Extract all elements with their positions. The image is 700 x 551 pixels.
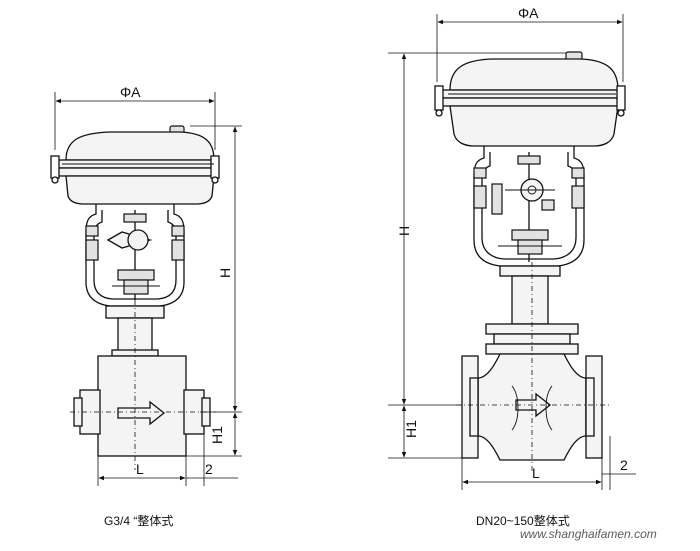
right-dim-diameter: ΦA — [436, 5, 624, 82]
right-actuator-housing — [434, 51, 626, 147]
right-yoke — [473, 146, 585, 267]
right-dim-height-label: H — [396, 226, 412, 236]
left-dim-gap: 2 — [186, 434, 238, 486]
left-dim-length-label: L — [136, 461, 144, 477]
right-valve-body — [456, 262, 610, 474]
left-dim-height-label: H — [217, 268, 233, 278]
left-actuator-housing — [50, 125, 220, 205]
right-caption: DN20~150整体式 — [476, 513, 570, 528]
watermark: www.shanghaifamen.com — [520, 527, 657, 541]
right-valve-drawing: ΦA H H1 L 2 DN20~150整体式 — [388, 5, 636, 528]
right-dim-length: L — [461, 458, 603, 490]
left-dim-diameter-label: ΦA — [120, 84, 141, 100]
left-dim-h1: H1 — [186, 412, 242, 457]
right-dim-height: H — [388, 52, 566, 406]
left-caption: G3/4 “整体式 — [104, 513, 173, 528]
right-dim-length-label: L — [532, 465, 540, 481]
left-dim-diameter: ΦA — [54, 84, 216, 150]
left-dim-length: L — [97, 456, 187, 486]
right-dim-gap: 2 — [602, 436, 636, 490]
left-dim-h1-label: H1 — [209, 426, 225, 444]
left-valve-drawing: ΦA H H1 L 2 G3/4 “整体式 — [50, 84, 242, 528]
left-dim-height: H — [190, 125, 242, 413]
right-dim-h1: H1 — [388, 405, 462, 459]
right-dim-h1-label: H1 — [403, 420, 419, 438]
left-dim-gap-label: 2 — [205, 461, 213, 477]
right-dim-diameter-label: ΦA — [518, 5, 539, 21]
right-dim-gap-label: 2 — [620, 457, 628, 473]
left-yoke — [85, 204, 185, 307]
